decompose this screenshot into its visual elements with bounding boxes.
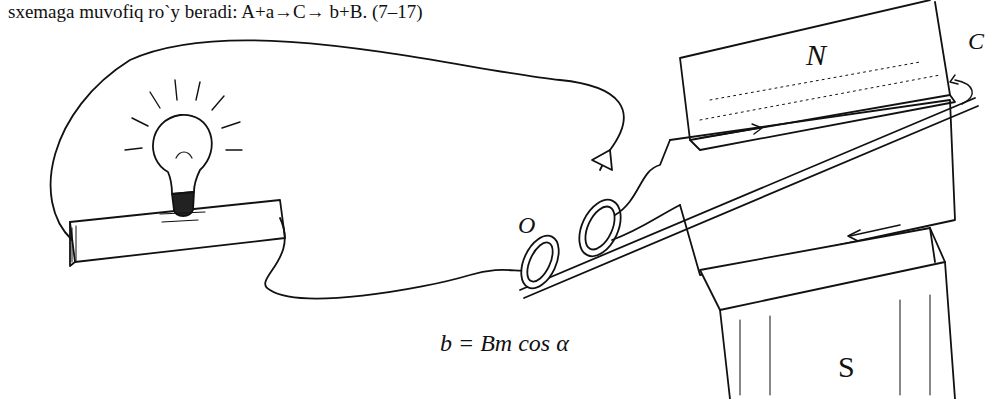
formula-label: b = Bm cos α	[440, 330, 569, 356]
axis-label: O	[518, 212, 535, 238]
magnet-pole-label: S	[838, 350, 855, 383]
magnet-pole-label: N	[806, 38, 826, 71]
axis-label: C	[968, 28, 984, 54]
caption-text: sxemaga muvofiq ro`y beradi: A+a→C→ b+B.…	[8, 2, 423, 23]
